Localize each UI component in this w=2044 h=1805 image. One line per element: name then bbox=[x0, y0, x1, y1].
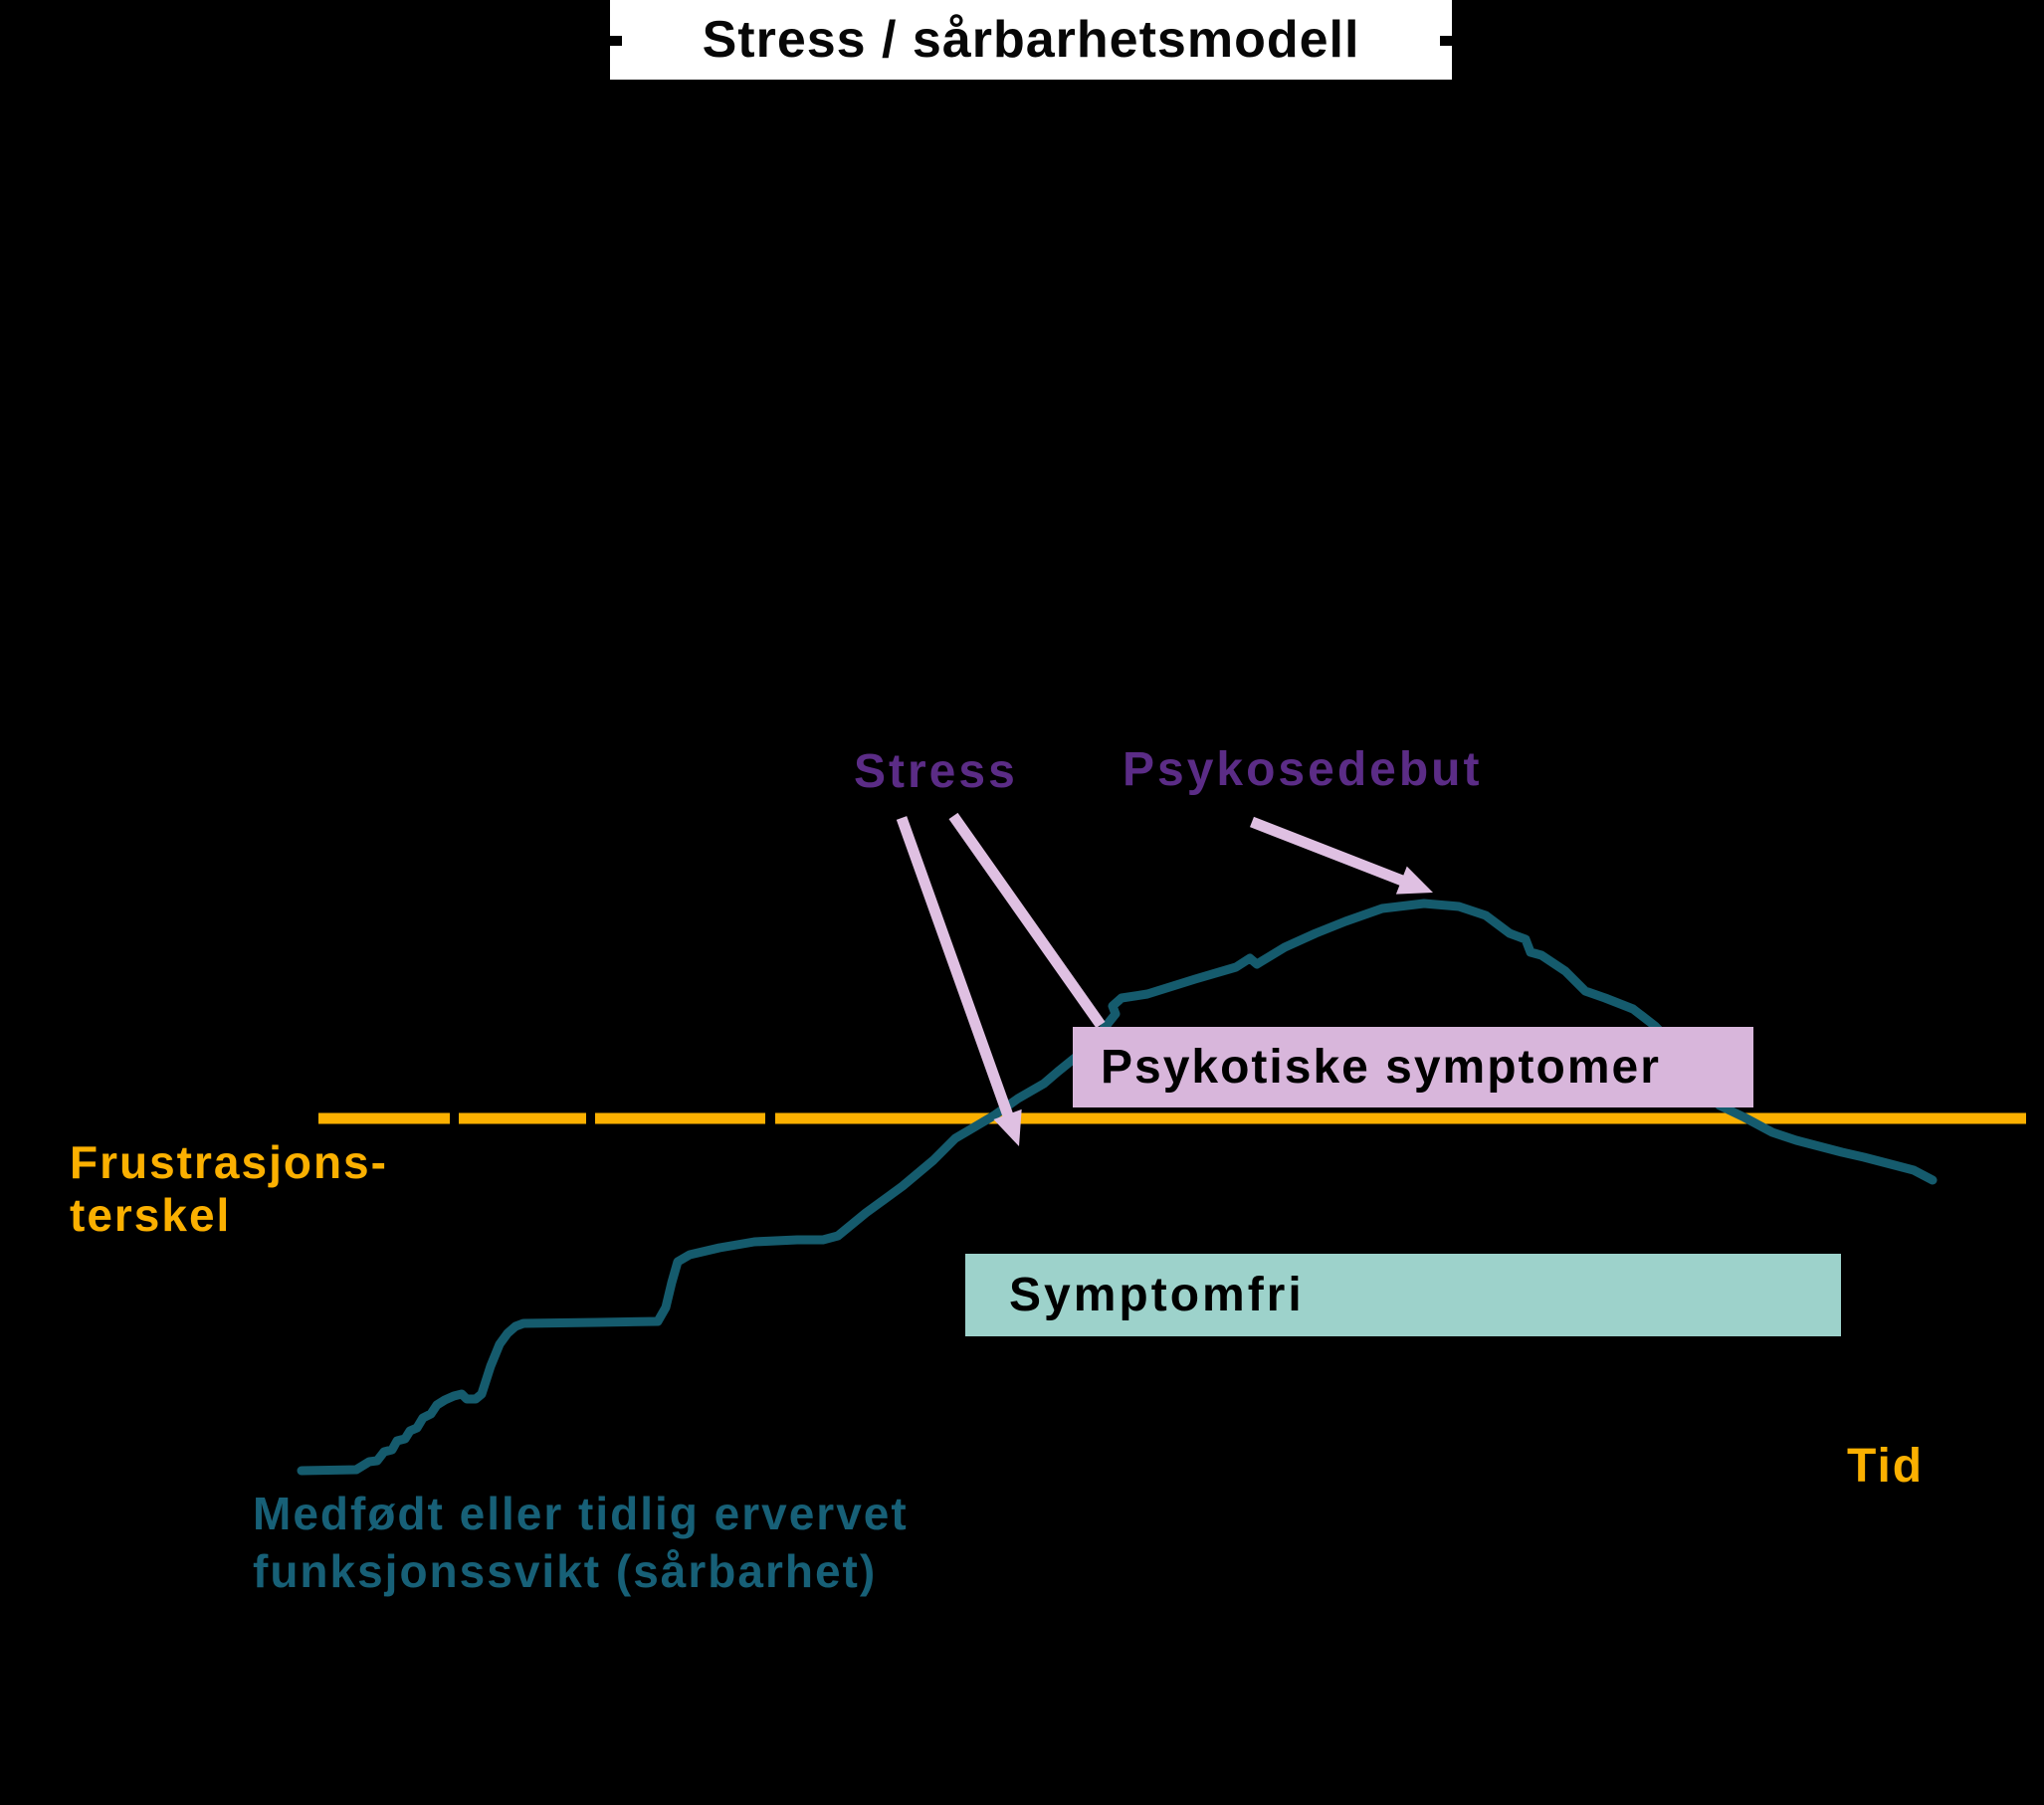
page-title: Stress / sårbarhetsmodell bbox=[702, 11, 1360, 69]
vulnerability-label-line2: funksjonssvikt (sårbarhet) bbox=[253, 1545, 878, 1597]
psychosis-onset-label: Psykosedebut bbox=[1123, 743, 1483, 796]
stress-arrow-2-shaft bbox=[948, 812, 1106, 1029]
vulnerability-label-line1: Medfødt eller tidlig ervervet bbox=[253, 1488, 909, 1539]
title-dash-right bbox=[1440, 36, 1460, 46]
vulnerability-curve bbox=[297, 899, 1938, 1476]
time-axis-label: Tid bbox=[1847, 1440, 1925, 1493]
title-dash-left bbox=[602, 36, 622, 46]
stress-arrow-1-shaft bbox=[896, 816, 1016, 1124]
stress-arrow-1-head bbox=[993, 1108, 1022, 1146]
vulnerability-label: Medfødt eller tidlig ervervet funksjonss… bbox=[253, 1485, 909, 1600]
frustration-threshold-line2: terskel bbox=[70, 1189, 232, 1241]
title-box: Stress / sårbarhetsmodell bbox=[602, 0, 1460, 80]
stress-label: Stress bbox=[854, 745, 1018, 798]
psychosis-onset-arrow-shaft bbox=[1250, 816, 1412, 889]
psychotic-symptoms-box: Psykotiske symptomer bbox=[1073, 1027, 1753, 1107]
frustration-threshold-label: Frustrasjons- terskel bbox=[70, 1136, 388, 1242]
frustration-threshold-line1: Frustrasjons- bbox=[70, 1136, 388, 1188]
psychosis-onset-arrow-head bbox=[1395, 866, 1433, 895]
symptom-free-box-label: Symptomfri bbox=[1009, 1269, 1305, 1321]
psychotic-symptoms-box-label: Psykotiske symptomer bbox=[1101, 1041, 1661, 1094]
symptom-free-box: Symptomfri bbox=[965, 1254, 1841, 1336]
